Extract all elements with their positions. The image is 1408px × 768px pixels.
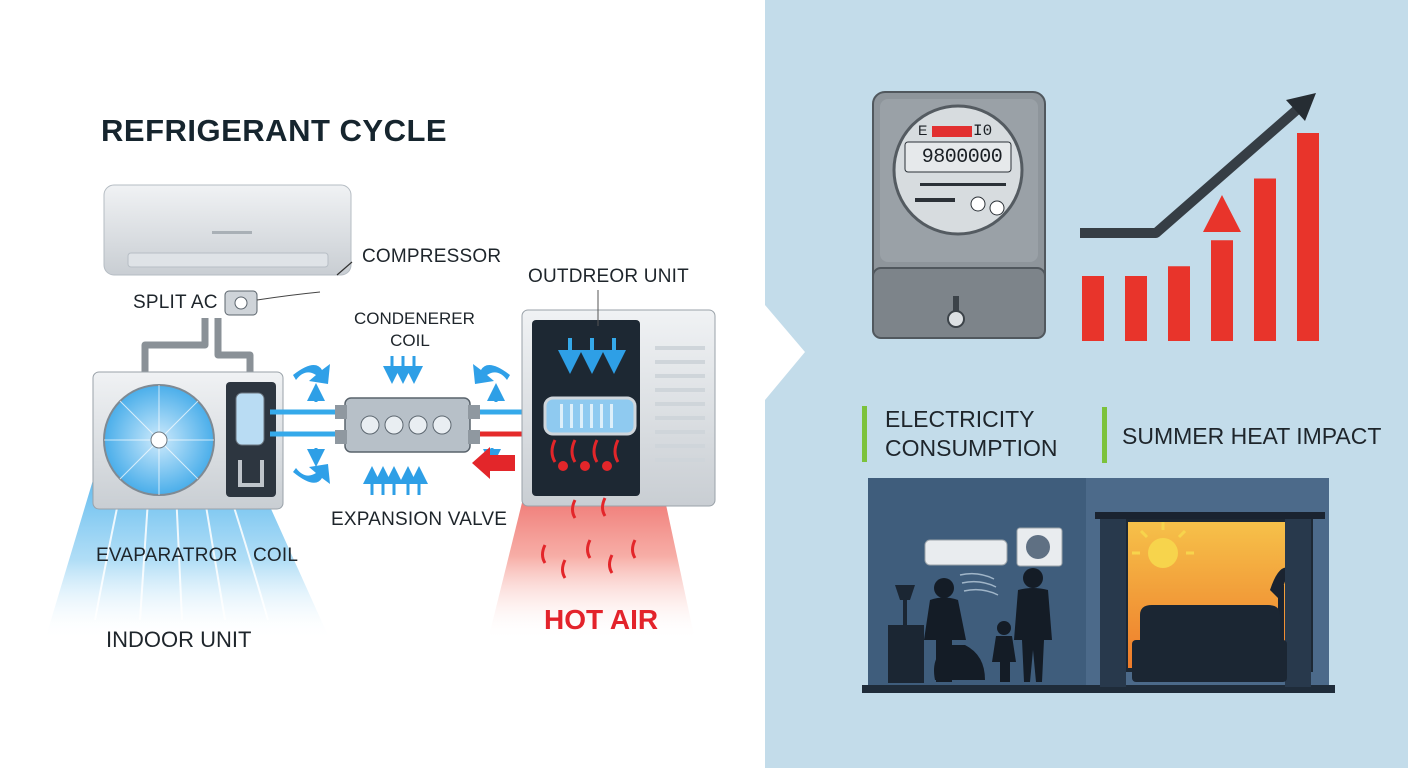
diagram-title: REFRIGERANT CYCLE bbox=[101, 113, 448, 148]
bar-chart bbox=[1082, 133, 1319, 341]
refrigerant-pipes bbox=[141, 318, 254, 385]
split-ac-label: SPLIT AC bbox=[133, 292, 218, 313]
circulation-arrows bbox=[293, 364, 515, 484]
electricity-meter bbox=[872, 91, 1046, 339]
outdoor-intake-arrows bbox=[558, 338, 626, 374]
bar-3 bbox=[1168, 266, 1190, 341]
coil-label: COIL bbox=[253, 545, 299, 566]
split-ac-unit bbox=[103, 184, 352, 276]
heat-waves bbox=[541, 439, 637, 579]
electricity-consumption-label: ELECTRICITY CONSUMPTION bbox=[885, 406, 1058, 461]
condenser-coil-label: CONDENERER COIL bbox=[354, 309, 475, 350]
indoor-unit-label: INDOOR UNIT bbox=[106, 627, 252, 652]
outdoor-unit bbox=[521, 309, 716, 507]
meter-code: I0 bbox=[973, 122, 993, 140]
trend-arrow bbox=[1080, 93, 1316, 238]
bar-4 bbox=[1211, 240, 1233, 341]
room-scene bbox=[862, 478, 1335, 693]
bar-1 bbox=[1082, 276, 1104, 341]
compressor-label: COMPRESSOR bbox=[362, 246, 502, 267]
expansion-valve-label: EXPANSION VALVE bbox=[331, 509, 508, 530]
evaporator-housing bbox=[92, 371, 284, 510]
summer-marker bbox=[1102, 407, 1107, 463]
hot-air-label: HOT AIR bbox=[544, 604, 659, 635]
panel-divider-arrow bbox=[765, 305, 805, 400]
meter-reading: 9800000 bbox=[921, 146, 1003, 169]
bar-6 bbox=[1297, 133, 1319, 341]
evaporator-label: EVAPARATROR bbox=[96, 545, 238, 566]
meter-e-label: E bbox=[918, 122, 928, 138]
bar-2 bbox=[1125, 276, 1147, 341]
bar-5 bbox=[1254, 178, 1276, 341]
outdoor-unit-label: OUTDREOR UNIT bbox=[528, 266, 689, 287]
condenser-coil bbox=[335, 397, 480, 453]
compressor-leader bbox=[336, 261, 353, 276]
compressor-icon bbox=[224, 290, 321, 316]
electricity-marker bbox=[862, 406, 867, 462]
summer-heat-impact-label: SUMMER HEAT IMPACT bbox=[1122, 423, 1382, 449]
